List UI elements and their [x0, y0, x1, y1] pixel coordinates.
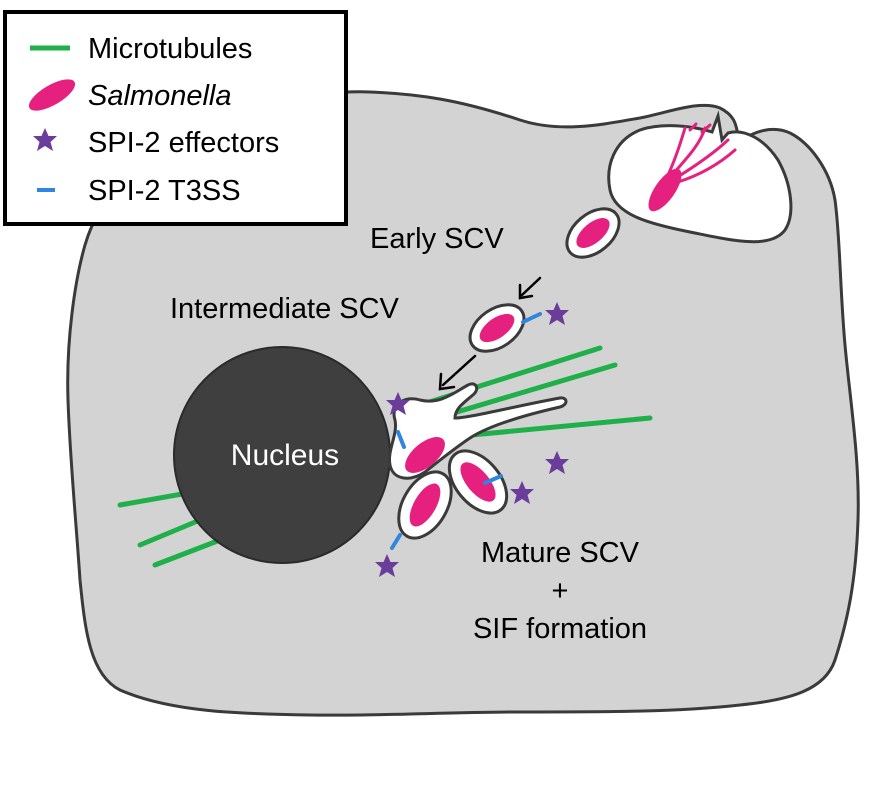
effector-stars: [375, 302, 569, 577]
legend-microtubules: Microtubules: [88, 33, 252, 65]
legend-spi2-t3ss: SPI-2 T3SS: [88, 175, 241, 207]
salmonella-icon: [28, 79, 76, 111]
star-icon: [545, 451, 569, 474]
mature-scv-cluster: [387, 382, 568, 540]
star-icon: [545, 302, 569, 325]
intermediate-scv: [468, 303, 542, 353]
early-scv-label: Early SCV: [370, 223, 504, 255]
legend-spi2-effectors: SPI-2 effectors: [88, 127, 279, 159]
t3ss: [521, 312, 542, 324]
mature-plus-label: +: [552, 575, 569, 607]
star-icon: [510, 481, 534, 504]
nucleus-label: Nucleus: [231, 439, 339, 472]
invading-salmonella: [648, 168, 682, 212]
maturation-arrows: [438, 276, 542, 391]
star-icon: [33, 128, 57, 151]
legend-salmonella: Salmonella: [88, 80, 231, 112]
sif-formation-label: SIF formation: [473, 613, 647, 645]
microtubule: [427, 362, 618, 423]
star-icon: [375, 554, 399, 577]
mature-scv-label: Mature SCV: [481, 537, 640, 569]
early-scv: [565, 207, 621, 259]
star-icon: [386, 392, 410, 415]
legend: Microtubules Salmonella SPI-2 effectors …: [3, 10, 348, 226]
intermediate-scv-label: Intermediate SCV: [170, 293, 400, 325]
t3ss-dashes: [390, 430, 503, 550]
microtubule: [152, 537, 223, 568]
